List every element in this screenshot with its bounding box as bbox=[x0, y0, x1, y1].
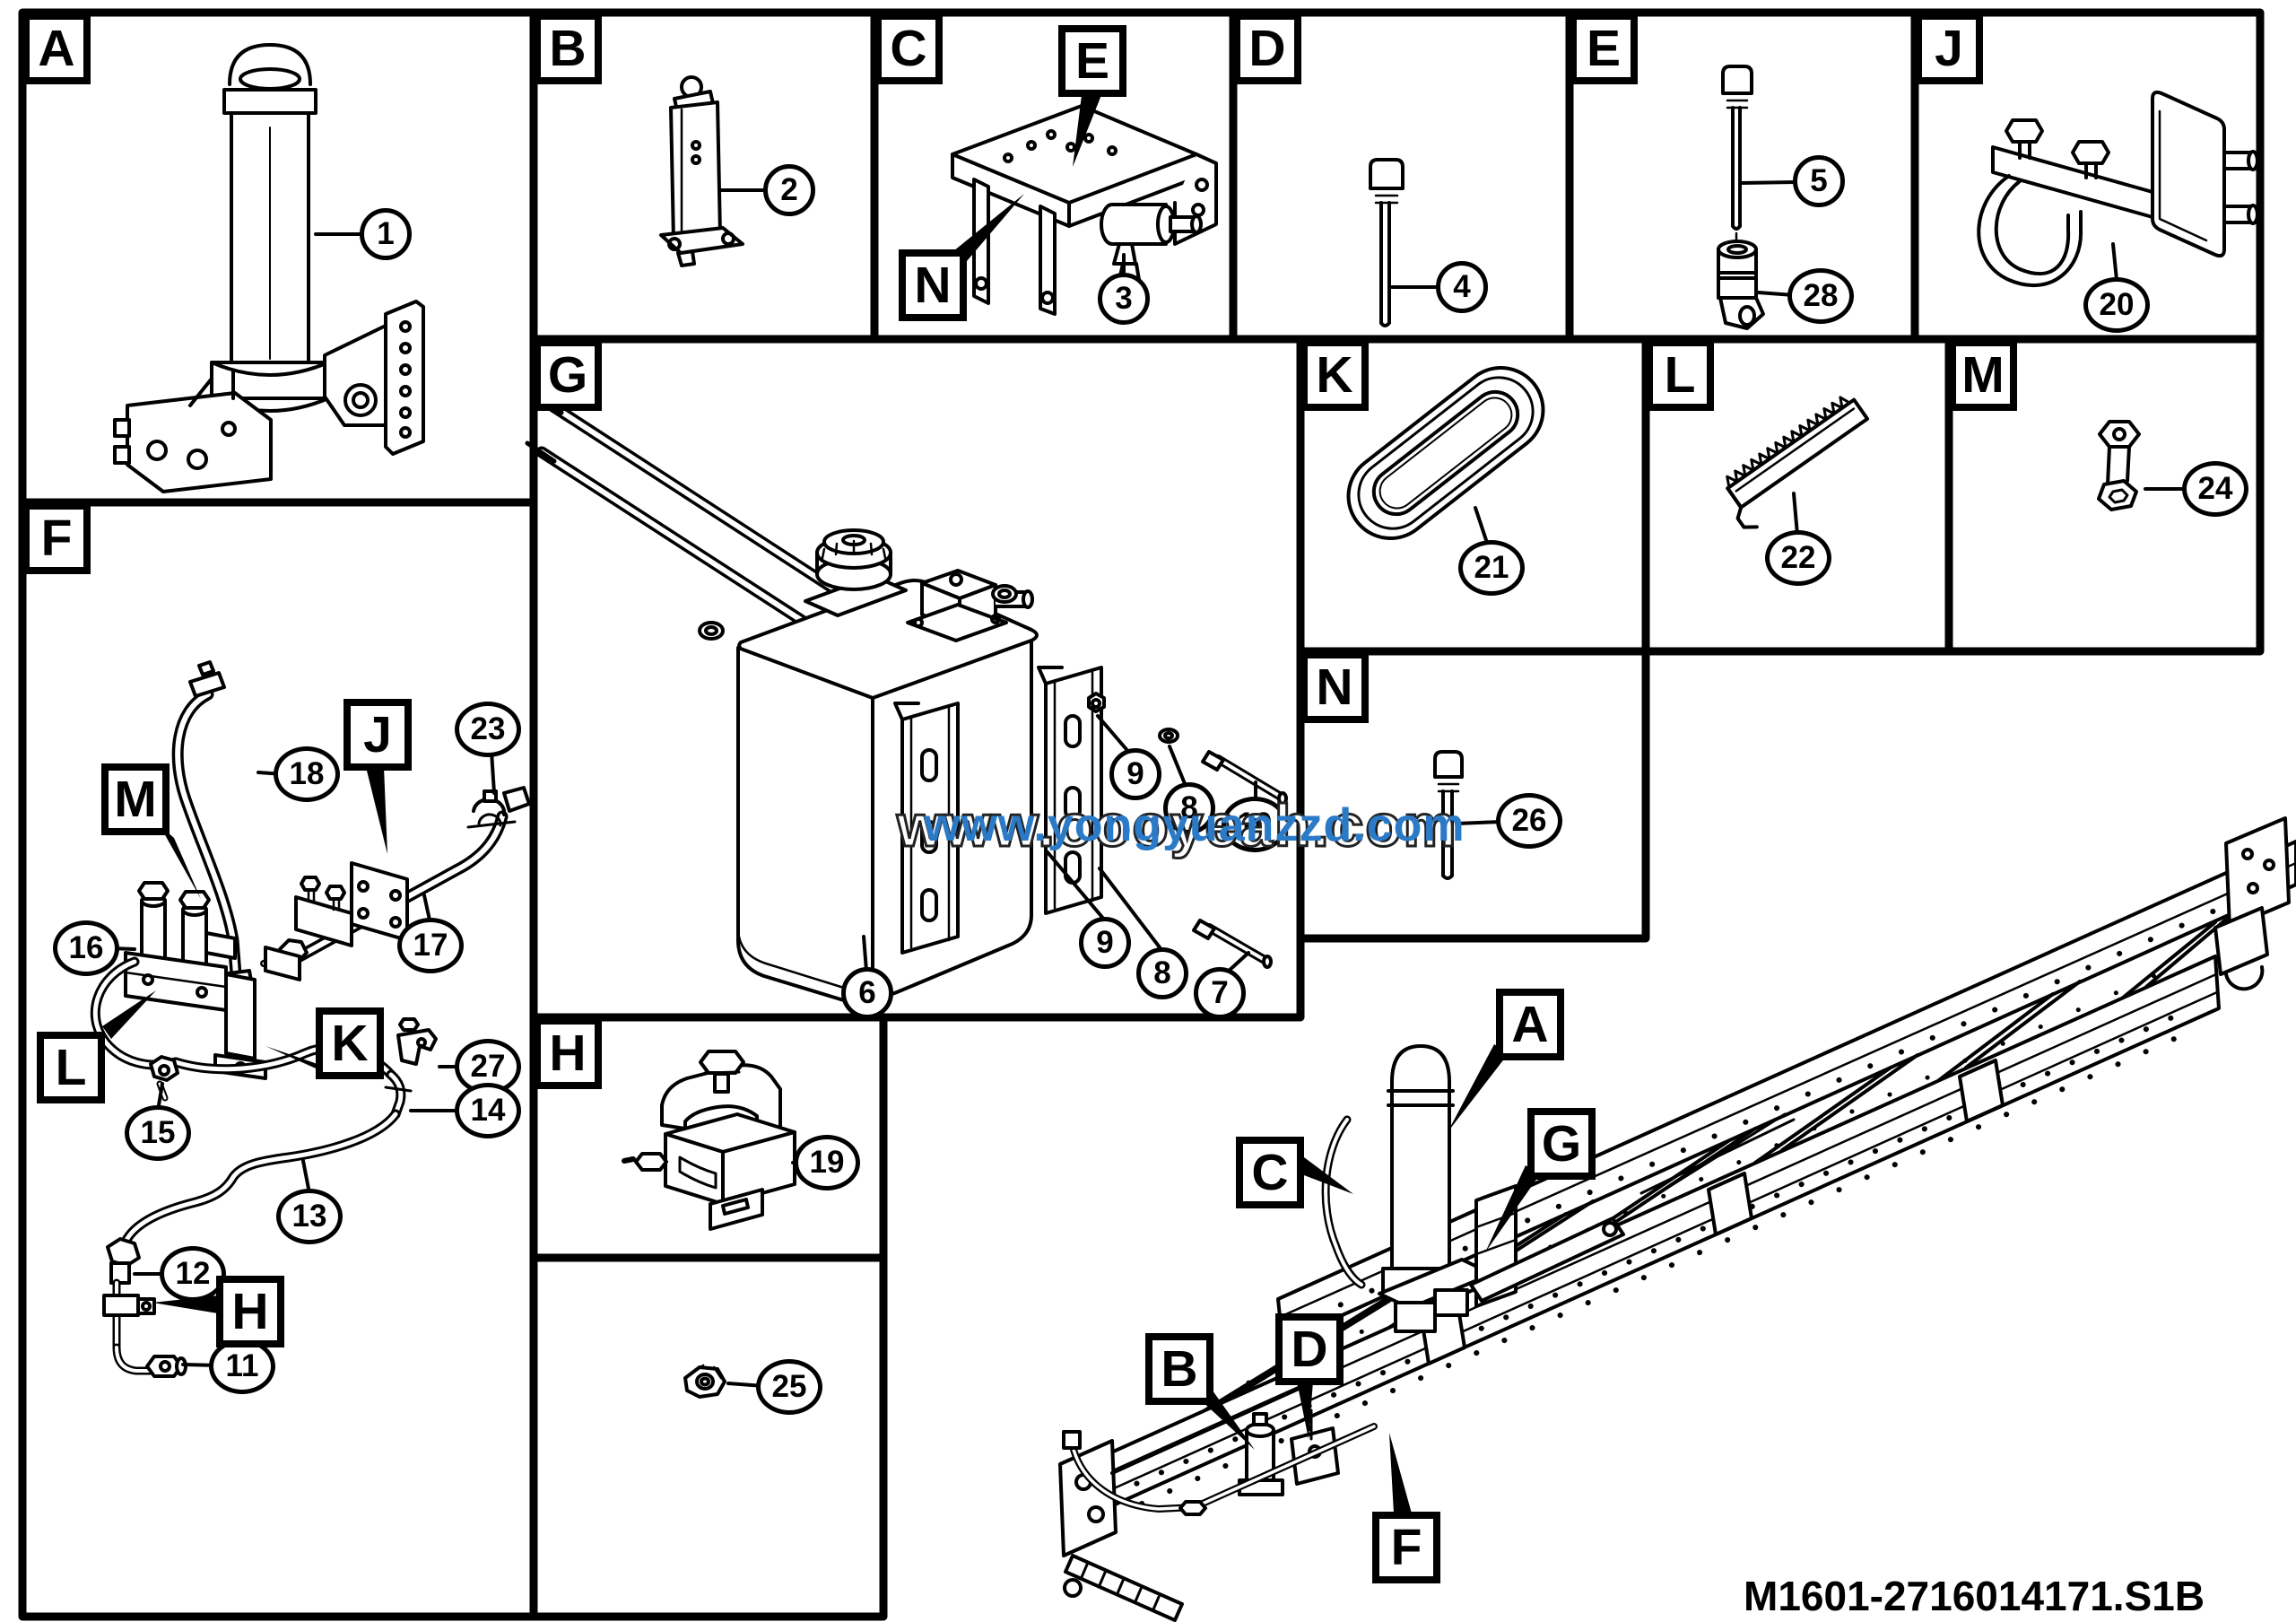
ref-n-in-panel-c: N bbox=[899, 249, 967, 321]
panel-k-letter: K bbox=[1300, 339, 1369, 411]
panel-n-letter: N bbox=[1300, 651, 1369, 723]
callout-7: 7 bbox=[1194, 967, 1246, 1019]
chassis-label-f: F bbox=[1372, 1512, 1440, 1583]
callout-6: 6 bbox=[841, 967, 893, 1019]
callout-14: 14 bbox=[455, 1083, 521, 1138]
callout-8a: 8 bbox=[1163, 782, 1215, 834]
chassis-label-a: A bbox=[1496, 989, 1564, 1060]
hydraulic-tank-drawing bbox=[525, 392, 1288, 1005]
callout-12: 12 bbox=[160, 1246, 226, 1302]
panel-frames bbox=[18, 8, 2265, 1621]
callout-5: 5 bbox=[1793, 155, 1845, 207]
panel-l-letter: L bbox=[1646, 339, 1714, 411]
drawing-number: M1601-2716014171.S1B bbox=[1744, 1573, 2205, 1619]
callout-1: 1 bbox=[360, 208, 412, 260]
hose-assembly-drawing bbox=[90, 660, 531, 1378]
chassis-label-g: G bbox=[1527, 1108, 1596, 1180]
pipe-clamp-drawing bbox=[622, 1050, 806, 1231]
callout-26: 26 bbox=[1496, 793, 1562, 849]
panel-c-letter: C bbox=[874, 13, 943, 84]
panel-b-letter: B bbox=[534, 13, 602, 84]
valve-bracket-drawing bbox=[949, 95, 1218, 316]
ref-k-in-panel-f: K bbox=[316, 1007, 384, 1079]
callout-23: 23 bbox=[455, 702, 521, 757]
callout-19: 19 bbox=[794, 1135, 860, 1190]
callout-13: 13 bbox=[276, 1189, 343, 1244]
callout-18: 18 bbox=[274, 746, 340, 802]
panel-25 bbox=[529, 1253, 888, 1621]
dipstick-rod-drawing bbox=[1369, 158, 1440, 327]
telescopic-cylinder-drawing bbox=[113, 43, 425, 493]
callout-20: 20 bbox=[2083, 277, 2150, 333]
callout-21: 21 bbox=[1458, 540, 1525, 596]
panel-m-letter: M bbox=[1949, 339, 2017, 411]
callout-2: 2 bbox=[763, 164, 815, 216]
panel-j-letter: J bbox=[1915, 13, 1983, 84]
callout-3: 3 bbox=[1098, 273, 1150, 325]
panel-d-letter: D bbox=[1233, 13, 1301, 84]
callout-17: 17 bbox=[397, 918, 464, 973]
callout-9b: 9 bbox=[1079, 917, 1131, 969]
callout-15: 15 bbox=[125, 1105, 191, 1161]
ref-m-in-panel-f: M bbox=[101, 763, 170, 835]
chassis-label-d: D bbox=[1275, 1313, 1344, 1385]
dipstick-plug-drawing bbox=[1717, 65, 1797, 330]
pump-unit-drawing bbox=[659, 75, 768, 267]
clamp-strip-drawing bbox=[1726, 396, 1870, 536]
panel-e-letter: E bbox=[1570, 13, 1638, 84]
callout-9a: 9 bbox=[1109, 748, 1161, 800]
chassis-frame-drawing bbox=[1058, 816, 2296, 1622]
callout-10: 10 bbox=[1222, 797, 1288, 852]
callout-24: 24 bbox=[2182, 461, 2248, 517]
callout-16: 16 bbox=[53, 920, 119, 976]
chassis-label-b: B bbox=[1145, 1333, 1213, 1405]
panel-a bbox=[18, 8, 538, 507]
gasket-ring-drawing bbox=[1346, 365, 1545, 547]
nut-drawing bbox=[683, 1364, 766, 1399]
ref-j-in-panel-f: J bbox=[344, 699, 412, 771]
callout-8b: 8 bbox=[1136, 947, 1188, 999]
panel-m bbox=[1944, 335, 2265, 656]
u-bolt-bracket-drawing bbox=[1977, 90, 2259, 287]
panel-f-letter: F bbox=[22, 502, 91, 574]
ref-h-in-panel-f: H bbox=[216, 1276, 284, 1347]
callout-25: 25 bbox=[756, 1359, 822, 1415]
panel-h-letter: H bbox=[534, 1017, 602, 1089]
chassis-label-c: C bbox=[1236, 1137, 1304, 1208]
callout-28: 28 bbox=[1787, 268, 1854, 324]
callout-22: 22 bbox=[1765, 530, 1831, 586]
callout-4: 4 bbox=[1436, 261, 1488, 313]
panel-a-letter: A bbox=[22, 13, 91, 84]
elbow-fitting-drawing bbox=[2097, 420, 2190, 511]
panel-g-letter: G bbox=[534, 339, 602, 411]
ref-l-in-panel-f: L bbox=[37, 1032, 105, 1103]
ref-e-in-panel-c: E bbox=[1058, 25, 1126, 97]
panel-n bbox=[1296, 647, 1650, 943]
dipstick-26-drawing bbox=[1433, 750, 1503, 880]
